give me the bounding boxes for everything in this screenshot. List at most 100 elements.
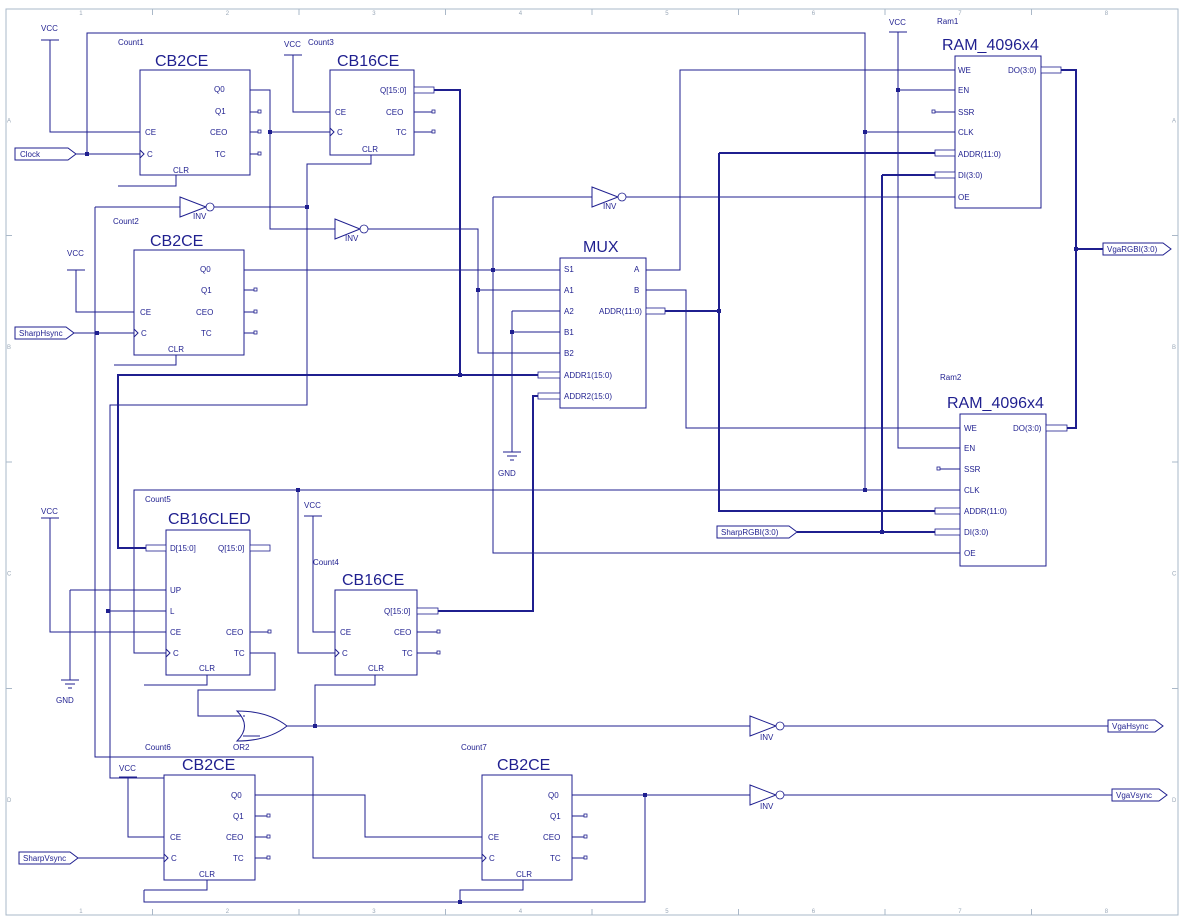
svg-text:DO(3:0): DO(3:0) <box>1013 424 1042 433</box>
inverter-inv2: INV <box>334 218 369 243</box>
svg-text:Q1: Q1 <box>201 286 212 295</box>
frame-col-label: 4 <box>519 11 523 17</box>
svg-text:CEO: CEO <box>226 833 243 842</box>
svg-text:VgaRGBI(3:0): VgaRGBI(3:0) <box>1107 245 1158 254</box>
frame-col-label: 1 <box>79 909 83 915</box>
svg-text:RAM_4096x4: RAM_4096x4 <box>942 37 1039 54</box>
svg-text:B: B <box>634 286 639 295</box>
svg-text:UP: UP <box>170 586 181 595</box>
svg-text:SharpRGBI(3:0): SharpRGBI(3:0) <box>721 528 779 537</box>
svg-text:CB2CE: CB2CE <box>155 53 208 70</box>
svg-text:B2: B2 <box>564 349 574 358</box>
svg-text:CE: CE <box>335 108 346 117</box>
svg-text:DO(3:0): DO(3:0) <box>1008 66 1037 75</box>
junctions <box>85 88 1078 904</box>
svg-text:C: C <box>337 128 343 137</box>
svg-text:CE: CE <box>340 628 351 637</box>
svg-text:Count4: Count4 <box>313 558 339 567</box>
svg-text:ADDR(11:0): ADDR(11:0) <box>964 507 1007 516</box>
frame-row-label: C <box>1172 571 1177 577</box>
block-count1: Count1 CB2CE CE C CLR Q0 Q1 CEO TC <box>118 38 262 176</box>
svg-text:CE: CE <box>145 128 156 137</box>
frame-col-label: 3 <box>372 909 376 915</box>
frame-row-label: D <box>7 798 12 804</box>
svg-text:TC: TC <box>201 329 212 338</box>
svg-text:CB2CE: CB2CE <box>150 233 203 250</box>
svg-text:Count3: Count3 <box>308 38 334 47</box>
svg-text:CB16CLED: CB16CLED <box>168 511 251 528</box>
vcc-label: VCC <box>41 24 58 33</box>
svg-text:INV: INV <box>760 733 774 742</box>
svg-text:TC: TC <box>233 854 244 863</box>
frame-row-label: A <box>7 118 11 124</box>
svg-text:VgaVsync: VgaVsync <box>1116 791 1152 800</box>
svg-text:CB2CE: CB2CE <box>497 757 550 774</box>
svg-text:INV: INV <box>345 234 359 243</box>
svg-text:CEO: CEO <box>386 108 403 117</box>
block-ram1: Ram1 RAM_4096x4 WE EN SSR CLK ADDR(11:0)… <box>931 17 1062 209</box>
frame-row-label: A <box>1172 118 1176 124</box>
svg-text:CLR: CLR <box>173 166 189 175</box>
frame-col-label: 3 <box>372 11 376 17</box>
svg-text:INV: INV <box>603 202 617 211</box>
svg-text:CEO: CEO <box>543 833 560 842</box>
svg-text:Q0: Q0 <box>214 85 225 94</box>
gnd-symbols: GND GND <box>56 451 521 705</box>
svg-text:Q[15:0]: Q[15:0] <box>384 607 410 616</box>
svg-text:C: C <box>147 150 153 159</box>
svg-text:ADDR(11:0): ADDR(11:0) <box>599 307 642 316</box>
svg-text:EN: EN <box>964 444 975 453</box>
svg-text:SharpHsync: SharpHsync <box>19 329 63 338</box>
svg-text:OR2: OR2 <box>233 743 250 752</box>
svg-text:CEO: CEO <box>226 628 243 637</box>
vcc-label: VCC <box>119 764 136 773</box>
svg-text:EN: EN <box>958 86 969 95</box>
vcc-label: VCC <box>67 249 84 258</box>
svg-text:CLR: CLR <box>199 664 215 673</box>
svg-text:Count7: Count7 <box>461 743 487 752</box>
svg-text:CE: CE <box>170 628 181 637</box>
block-count4: Count4 CB16CE CE C CLR Q[15:0] CEO TC <box>313 558 441 676</box>
svg-text:Clock: Clock <box>20 150 41 159</box>
svg-text:Q[15:0]: Q[15:0] <box>218 544 244 553</box>
svg-text:CB2CE: CB2CE <box>182 757 235 774</box>
frame-col-label: 5 <box>665 11 669 17</box>
svg-text:CEO: CEO <box>394 628 411 637</box>
block-count6: Count6 CB2CE CE C CLR Q0 Q1 CEO TC <box>145 743 271 881</box>
svg-text:CLK: CLK <box>958 128 974 137</box>
svg-text:C: C <box>141 329 147 338</box>
frame-col-label: 2 <box>226 11 230 17</box>
svg-text:D[15:0]: D[15:0] <box>170 544 196 553</box>
vcc-label: VCC <box>284 40 301 49</box>
svg-text:C: C <box>173 649 179 658</box>
svg-text:Count5: Count5 <box>145 495 171 504</box>
port-sharp-hsync: SharpHsync <box>14 326 75 340</box>
frame-col-label: 7 <box>958 11 962 17</box>
svg-text:OE: OE <box>964 549 976 558</box>
svg-text:ADDR1(15:0): ADDR1(15:0) <box>564 371 612 380</box>
svg-text:CE: CE <box>488 833 499 842</box>
svg-text:SharpVsync: SharpVsync <box>23 854 66 863</box>
svg-text:S1: S1 <box>564 265 574 274</box>
svg-text:Q1: Q1 <box>550 812 561 821</box>
frame-col-label: 5 <box>665 909 669 915</box>
frame-col-label: 8 <box>1105 909 1109 915</box>
svg-text:SSR: SSR <box>964 465 981 474</box>
frame-col-label: 4 <box>519 909 523 915</box>
svg-text:DI(3:0): DI(3:0) <box>964 528 989 537</box>
svg-text:CLR: CLR <box>362 145 378 154</box>
svg-text:WE: WE <box>964 424 977 433</box>
frame-row-label: B <box>7 345 11 351</box>
svg-text:CLR: CLR <box>516 870 532 879</box>
svg-text:A: A <box>634 265 640 274</box>
svg-text:Q0: Q0 <box>200 265 211 274</box>
svg-text:C: C <box>489 854 495 863</box>
frame-col-label: 7 <box>958 909 962 915</box>
gnd-label: GND <box>498 469 516 478</box>
svg-text:Q[15:0]: Q[15:0] <box>380 86 406 95</box>
svg-text:C: C <box>171 854 177 863</box>
inverter-inv1: INV <box>179 196 215 221</box>
frame-col-label: 2 <box>226 909 230 915</box>
